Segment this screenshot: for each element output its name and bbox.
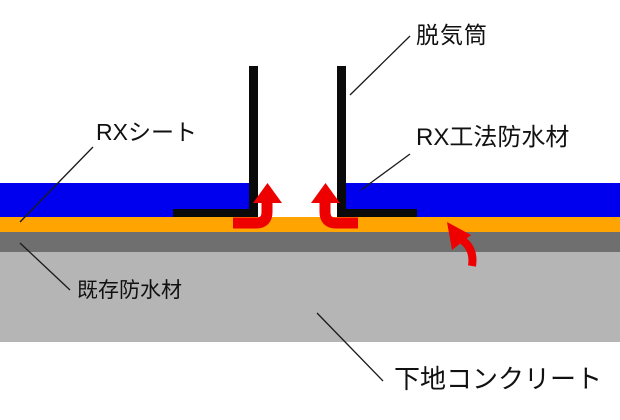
vent-pipe-right-flange xyxy=(337,209,417,217)
rx-sheet-leader-line xyxy=(19,146,94,223)
airflow-up-left-arrow xyxy=(233,183,282,229)
vent-pipe-leader-line xyxy=(349,35,411,96)
existing-waterproofing-label: 既存防水材 xyxy=(77,279,182,302)
airflow-up-right-arrow xyxy=(311,183,358,229)
rx-method-waterproofing-layer xyxy=(0,217,620,232)
vent-pipe-left-wall xyxy=(249,66,258,217)
vent-pipe-left-flange xyxy=(173,209,258,217)
vent-pipe-right-wall xyxy=(337,66,346,217)
rx-method-waterproofing-label: RX工法防水材 xyxy=(416,124,570,151)
existing-waterproofing-leader-line xyxy=(19,242,71,291)
base-concrete-layer xyxy=(0,252,620,342)
base-concrete-label: 下地コンクリート xyxy=(394,364,603,394)
moisture-curved-arrow xyxy=(447,222,477,267)
base-concrete-leader-line xyxy=(316,312,384,382)
vent-pipe-label: 脱気筒 xyxy=(416,22,488,48)
rx-sheet-label: RXシート xyxy=(96,119,197,145)
rx-method-leader-line xyxy=(360,153,411,191)
